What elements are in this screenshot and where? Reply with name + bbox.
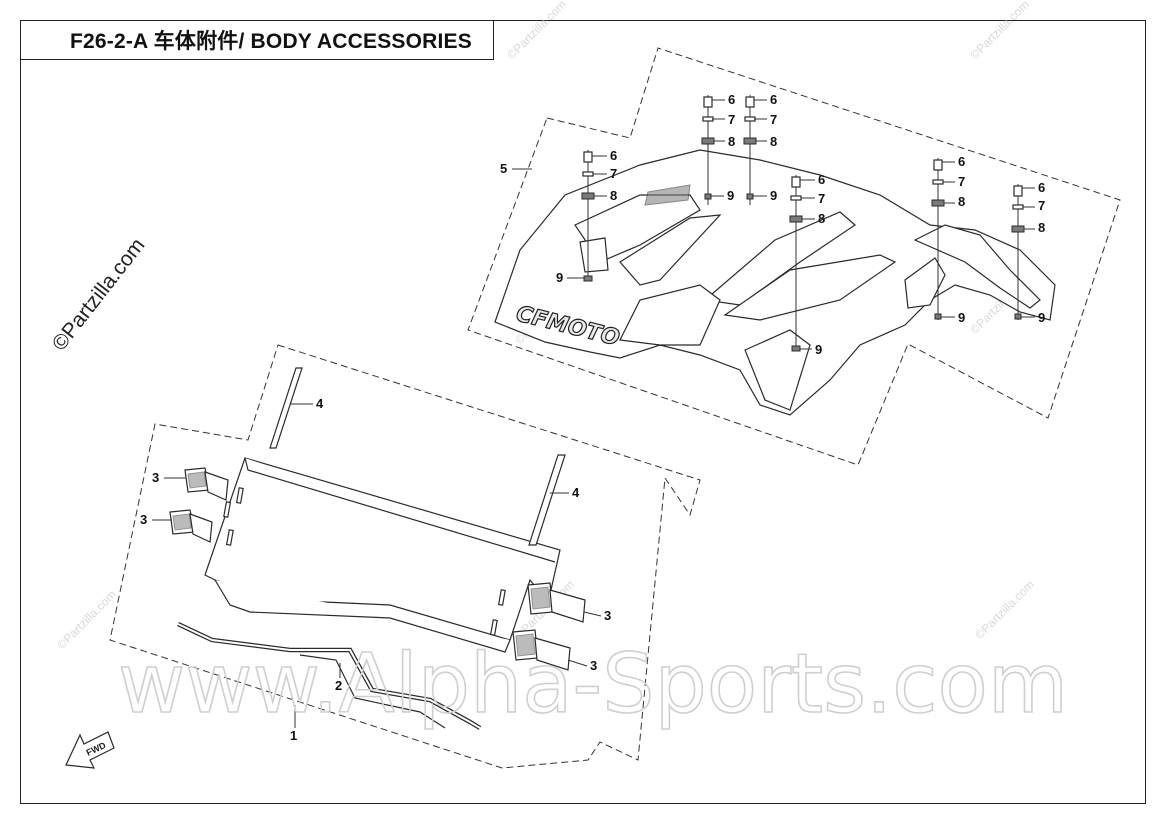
callout-6: 6 <box>818 172 825 187</box>
callout-7: 7 <box>1038 198 1045 213</box>
callout-6: 6 <box>610 148 617 163</box>
callout-6: 6 <box>1038 180 1045 195</box>
callout-1: 1 <box>290 728 297 743</box>
title-box: F26-2-A 车体附件/ BODY ACCESSORIES <box>20 20 494 60</box>
callout-4: 4 <box>572 485 580 500</box>
trim-strips <box>269 367 566 546</box>
callout-7: 7 <box>728 112 735 127</box>
callout-3: 3 <box>152 470 159 485</box>
callout-6: 6 <box>728 92 735 107</box>
bumper-callouts: 4 4 3 3 3 3 2 1 <box>140 396 611 743</box>
watermark-small: ©Partzilla.com <box>972 577 1037 642</box>
mounting-clips <box>169 467 586 671</box>
callout-7: 7 <box>818 191 825 206</box>
bumper-group-boundary <box>109 344 701 769</box>
callout-3: 3 <box>604 608 611 623</box>
callout-7: 7 <box>770 112 777 127</box>
callout-3: 3 <box>140 512 147 527</box>
forward-arrow-icon: FWD <box>65 731 115 769</box>
watermark-small: ©Partzilla.com <box>504 0 569 62</box>
callout-8: 8 <box>728 134 735 149</box>
callout-9: 9 <box>1038 310 1045 325</box>
callout-5: 5 <box>500 161 507 176</box>
hood-callouts: 5 6 7 8 6 7 8 6 7 8 9 9 9 6 7 8 9 6 <box>500 92 1045 357</box>
callout-9: 9 <box>815 342 822 357</box>
callout-2: 2 <box>335 678 342 693</box>
front-bumper-panel <box>204 457 561 653</box>
callout-4: 4 <box>316 396 324 411</box>
callout-6: 6 <box>770 92 777 107</box>
callout-8: 8 <box>818 211 825 226</box>
watermark-small: ©Partzilla.com <box>967 0 1032 62</box>
callout-9: 9 <box>727 188 734 203</box>
alpha-sports-watermark: www.Alpha-Sports.com <box>118 637 1068 732</box>
callout-7: 7 <box>610 166 617 181</box>
callout-8: 8 <box>958 194 965 209</box>
callout-8: 8 <box>610 188 617 203</box>
callout-9: 9 <box>958 310 965 325</box>
drawing-frame <box>20 20 1146 804</box>
mounting-rod <box>177 621 482 730</box>
hood-fasteners <box>581 95 1025 352</box>
callout-7: 7 <box>958 174 965 189</box>
callout-8: 8 <box>1038 220 1045 235</box>
callout-3: 3 <box>590 658 597 673</box>
callout-9: 9 <box>556 270 563 285</box>
callout-6: 6 <box>958 154 965 169</box>
copyright-watermark: ©Partzilla.com <box>48 234 150 355</box>
diagram-title: F26-2-A 车体附件/ BODY ACCESSORIES <box>70 29 472 53</box>
watermark-small: ©Partzilla.com <box>54 587 119 652</box>
front-hood-panel: CFMOTO <box>494 149 1056 416</box>
callout-9: 9 <box>770 188 777 203</box>
callout-8: 8 <box>770 134 777 149</box>
hood-group-boundary <box>467 47 1121 466</box>
